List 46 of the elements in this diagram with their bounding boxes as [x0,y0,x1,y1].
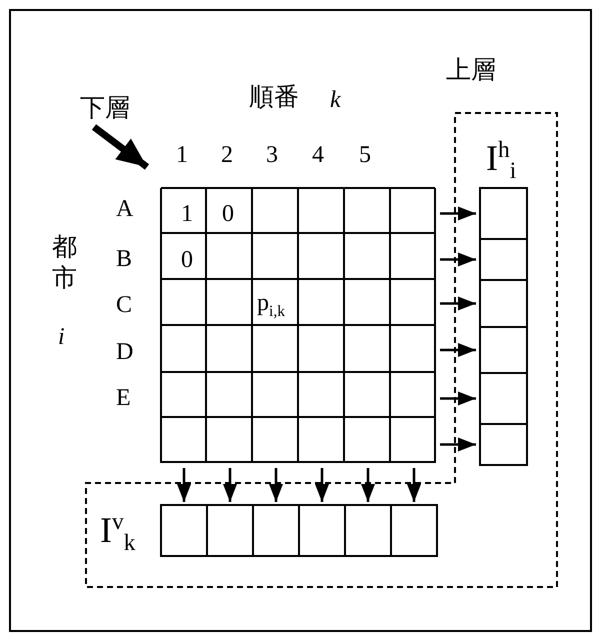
vector-cell [206,504,254,557]
column-number: 1 [176,143,188,167]
vector-cell [390,504,438,557]
axis-label: i [58,325,65,349]
arrow [92,124,150,170]
arrow [315,468,329,502]
row-letter: E [116,386,131,410]
region-heading: 上層 [446,57,496,82]
arrow [440,438,476,452]
vector-cell [344,504,392,557]
vector-cell [479,238,528,281]
vector-cell [479,423,528,466]
vector-cell [479,326,528,374]
axis-label: k [330,88,341,112]
row-letter: C [116,293,132,317]
arrow [361,468,375,502]
vector-cell [252,504,300,557]
row-letter: D [116,340,134,364]
arrow [440,296,476,310]
axis-label: 順番 [249,84,299,109]
cell-value: 0 [222,202,234,226]
vector-cell [479,279,528,328]
vector-cell [298,504,346,557]
vector-cell [479,372,528,425]
column-number: 4 [312,143,324,167]
axis-label: 都市 [52,231,78,294]
column-number: 5 [359,143,371,167]
cell-value: 1 [181,202,193,226]
row-letter: B [116,247,132,271]
arrow [440,343,476,357]
vector-cell [479,187,528,240]
layer-label: 下層 [80,95,136,125]
arrow [440,392,476,406]
cell-value: p$_{i,k}$ [257,291,286,320]
arrow [440,206,476,220]
matrix-grid [160,187,436,464]
arrow [440,252,476,266]
arrow [269,468,283,502]
arrow [223,468,237,502]
column-number: 2 [221,143,233,167]
row-letter: A [116,197,134,221]
vector-cell [160,504,208,557]
column-number: 3 [266,143,278,167]
arrow [407,468,421,502]
arrow [177,468,191,502]
cell-value: 0 [181,248,193,272]
